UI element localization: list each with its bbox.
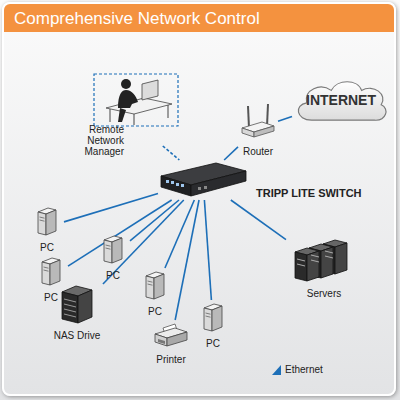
router-icon <box>240 102 276 140</box>
switch-icon <box>158 160 248 200</box>
pc-tower <box>36 204 58 236</box>
device-node: PC <box>138 268 172 314</box>
ethernet-cable <box>103 200 184 284</box>
device-icon <box>158 160 248 204</box>
node-label: Servers <box>307 288 341 299</box>
device-node: INTERNET <box>292 76 390 124</box>
ethernet-cable <box>175 200 199 320</box>
device-icon <box>144 268 166 304</box>
ethernet-cable <box>165 200 194 268</box>
legend: Ethernet <box>272 364 329 375</box>
node-label: Printer <box>156 354 185 365</box>
ethernet-cable <box>278 117 292 122</box>
ethernet-cable <box>224 147 238 160</box>
ethernet-cable <box>204 200 211 300</box>
node-label: Remote Network Manager <box>56 124 124 157</box>
node-label: PC <box>40 242 54 253</box>
device-icon <box>36 204 58 240</box>
device-node: Printer <box>146 320 196 362</box>
device-icon <box>40 254 62 290</box>
pc-tower <box>202 300 224 332</box>
device-node: TRIPP LITE SWITCH <box>158 160 248 200</box>
pc-tower <box>144 268 166 300</box>
manager-workstation <box>92 72 180 128</box>
pc-tower <box>40 254 62 286</box>
device-icon <box>102 232 124 268</box>
device-node: PC <box>196 300 230 346</box>
device-icon <box>289 238 359 286</box>
device-icon <box>153 320 189 352</box>
device-node: NAS Drive <box>50 284 104 338</box>
device-node: PC <box>96 232 130 278</box>
node-label: PC <box>106 270 120 281</box>
node-label: INTERNET <box>292 93 390 108</box>
nas-icon <box>60 284 94 324</box>
device-icon <box>240 102 276 144</box>
legend-swatch-box <box>272 365 281 375</box>
ethernet-cable <box>231 200 286 240</box>
legend-row: Ethernet <box>272 364 323 375</box>
node-label: TRIPP LITE SWITCH <box>256 188 362 199</box>
title-band: Comprehensive Network Control <box>4 4 394 32</box>
pc-tower <box>102 232 124 264</box>
server-rack <box>289 238 359 282</box>
node-label: PC <box>148 306 162 317</box>
printer-icon <box>153 320 189 348</box>
node-label: PC <box>206 338 220 349</box>
device-node: Remote Network Manager <box>56 72 182 146</box>
device-node: PC <box>30 204 64 250</box>
ethernet-cable <box>163 146 180 160</box>
legend-text: Ethernet <box>285 364 323 375</box>
legend-swatch <box>272 365 281 375</box>
ethernet-cable <box>130 200 179 241</box>
node-label: PC <box>44 292 58 303</box>
node-label: NAS Drive <box>54 330 101 341</box>
ethernet-cable <box>68 200 172 266</box>
diagram-title: Comprehensive Network Control <box>14 9 260 29</box>
device-node: Servers <box>286 238 362 296</box>
device-icon <box>202 300 224 336</box>
node-label: Router <box>243 146 273 157</box>
device-node: Router <box>238 102 278 154</box>
device-icon <box>60 284 94 328</box>
